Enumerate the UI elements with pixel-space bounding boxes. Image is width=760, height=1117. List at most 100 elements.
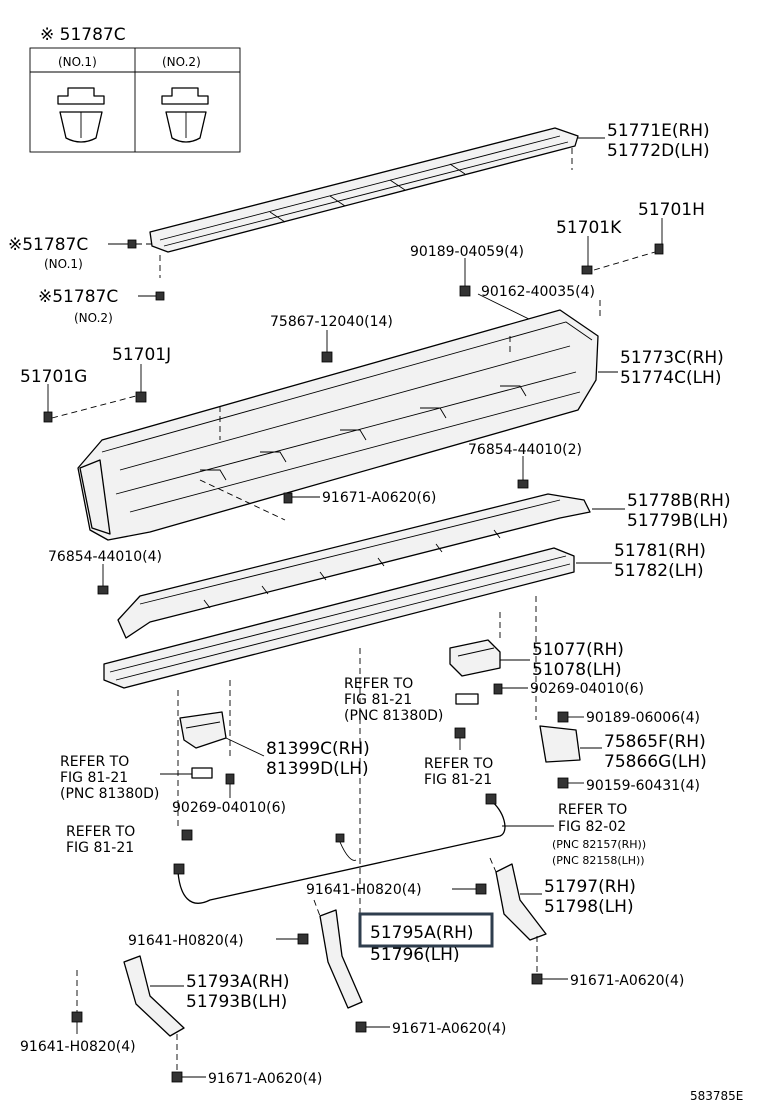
side-step-panel	[77, 309, 599, 541]
label-51782: 51782(LH)	[614, 561, 704, 581]
refer-d-line2: FIG 82-02	[558, 819, 626, 835]
bracket-81399	[179, 711, 227, 749]
refer-e-line2: FIG 81-21	[66, 840, 134, 856]
refer-d-line4: (PNC 82158(LH))	[552, 854, 645, 867]
refer-b-line1: REFER TO	[424, 756, 493, 772]
nut-plate-a	[455, 693, 479, 705]
bracket-51797	[489, 857, 547, 941]
bolt-91671-d	[355, 1021, 390, 1033]
label-51787c-no1: ※51787C	[8, 235, 88, 255]
label-76854-4: 76854-44010(4)	[48, 549, 162, 565]
clip-75867	[321, 330, 333, 363]
bolt-90159	[557, 777, 584, 789]
fastener-51701k	[581, 236, 593, 275]
label-90189-06006: 90189-06006(4)	[586, 710, 700, 726]
bolt-91671-6	[283, 492, 320, 504]
label-75867: 75867-12040(14)	[270, 314, 393, 330]
step-bracket-rail	[117, 493, 591, 639]
fastener-51701j	[135, 364, 147, 403]
clip-box-col2: (NO.2)	[162, 55, 201, 69]
label-51778b: 51778B(RH)	[627, 491, 731, 511]
bolt-91671-e	[171, 1034, 206, 1083]
refer-a-line1: REFER TO	[344, 676, 413, 692]
label-51771e: 51771E(RH)	[607, 121, 710, 141]
nut-plate-c	[160, 767, 213, 779]
clip-51787c-no1	[127, 239, 152, 249]
refer-d-line1: REFER TO	[558, 802, 627, 818]
label-51779b: 51779B(LH)	[627, 511, 728, 531]
clip-76854-4	[97, 564, 109, 595]
clip-box-col1: (NO.1)	[58, 55, 97, 69]
diagram-id: 583785E	[690, 1089, 743, 1103]
label-75865f: 75865F(RH)	[604, 732, 706, 752]
refer-c-line1: REFER TO	[60, 754, 129, 770]
label-51795a: 51795A(RH)	[370, 923, 474, 943]
refer-c-line3: (PNC 81380D)	[60, 786, 159, 802]
label-51774c: 51774C(LH)	[620, 368, 721, 388]
bolt-90269-a	[493, 683, 528, 695]
highlight-box-51795a	[358, 912, 494, 948]
label-91671-d: 91671-A0620(4)	[392, 1021, 506, 1037]
label-51787c-no2: ※51787C	[38, 287, 118, 307]
label-51781: 51781(RH)	[614, 541, 706, 561]
refer-c-line2: FIG 81-21	[60, 770, 128, 786]
refer-a-line3: (PNC 81380D)	[344, 708, 443, 724]
bolt-91671-c	[531, 936, 568, 985]
fastener-90189-04059	[459, 258, 471, 297]
label-51773c: 51773C(RH)	[620, 348, 724, 368]
refer-a-line2: FIG 81-21	[344, 692, 412, 708]
label-81399d: 81399D(LH)	[266, 759, 369, 779]
end-cover-75865	[539, 725, 581, 763]
label-91641-c: 91641-H0820(4)	[20, 1039, 136, 1055]
bolt-91641-c	[71, 970, 83, 1034]
label-51796: 51796(LH)	[370, 945, 460, 965]
label-51701h: 51701H	[638, 200, 705, 220]
bolt-91641-a	[452, 883, 487, 895]
label-51701j: 51701J	[112, 345, 171, 365]
refer-e-line1: REFER TO	[66, 824, 135, 840]
label-51772d: 51772D(LH)	[607, 141, 710, 161]
bolt-90189-06006	[557, 711, 584, 723]
label-81399c: 81399C(RH)	[266, 739, 370, 759]
bolt-90269-b	[225, 773, 235, 798]
label-91671-c: 91671-A0620(4)	[570, 973, 684, 989]
label-90159: 90159-60431(4)	[586, 778, 700, 794]
label-51078: 51078(LH)	[532, 660, 622, 680]
clip-76854-2	[517, 456, 529, 489]
bracket-51077	[449, 639, 501, 677]
label-76854-2: 76854-44010(2)	[468, 442, 582, 458]
refer-d-line3: (PNC 82157(RH))	[552, 838, 646, 851]
label-51787c-no2-sub: (NO.2)	[74, 311, 113, 325]
clip-no1-icon	[57, 87, 105, 143]
label-90162-40035: 90162-40035(4)	[481, 284, 595, 300]
label-91671-e: 91671-A0620(4)	[208, 1071, 322, 1087]
label-51787c-no1-sub: (NO.1)	[44, 257, 83, 271]
label-75866g: 75866G(LH)	[604, 752, 707, 772]
label-91671-6: 91671-A0620(6)	[322, 490, 436, 506]
nut-b	[454, 727, 466, 750]
label-90189-04059: 90189-04059(4)	[410, 244, 524, 260]
label-51701g: 51701G	[20, 367, 87, 387]
label-90269-a: 90269-04010(6)	[530, 681, 644, 697]
label-51798: 51798(LH)	[544, 897, 634, 917]
nut-e	[181, 829, 193, 841]
label-51797: 51797(RH)	[544, 877, 636, 897]
bracket-51795a	[313, 899, 363, 1009]
label-91641-b: 91641-H0820(4)	[128, 933, 244, 949]
wire-harness	[173, 793, 506, 904]
clip-no2-icon	[161, 87, 209, 143]
step-cover-part	[149, 127, 579, 278]
clip-reference-box: ※ 51787C (NO.1) (NO.2)	[29, 25, 241, 153]
clip-51787c-no2	[155, 291, 165, 301]
fastener-51701g	[43, 384, 53, 423]
label-51077: 51077(RH)	[532, 640, 624, 660]
running-board	[103, 547, 575, 689]
bolt-91641-b	[276, 933, 309, 945]
fastener-51701h	[654, 218, 664, 255]
refer-b-line2: FIG 81-21	[424, 772, 492, 788]
label-51793a: 51793A(RH)	[186, 972, 290, 992]
label-51701k: 51701K	[556, 218, 622, 238]
clip-box-title: ※ 51787C	[40, 25, 126, 45]
